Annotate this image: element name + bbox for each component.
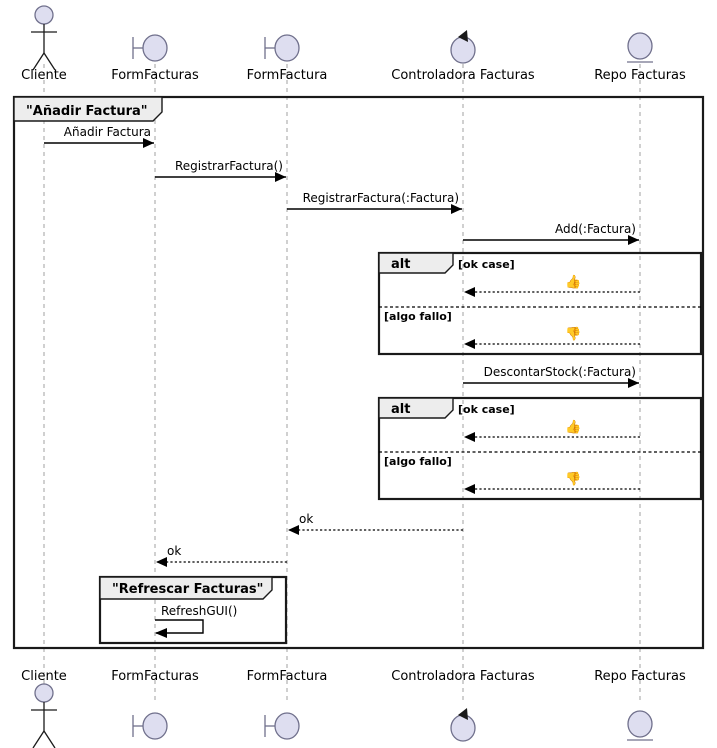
entity-circle-icon [627,710,653,738]
self-message-label: RefreshGUI() [161,604,237,618]
nested-frame-tab [99,576,273,600]
participant-footer-label-formfactura: FormFactura [247,669,328,684]
alt-operator-label-2: alt [391,402,410,417]
header-icon-formfactura-uml-boundary-icon [264,34,300,62]
message-m10: ok [288,512,463,535]
actor-leg-right-icon [43,730,56,748]
header-icon-cliente-actor-stick-figure-icon [31,5,57,71]
message-arrowhead-m4 [628,235,639,245]
header-icon-formfacturas-uml-boundary-icon [132,34,168,62]
control-circle-icon [450,714,476,742]
message-label-m7: DescontarStock(:Factura) [484,365,636,379]
message-label-m5: 👍 [565,274,581,290]
self-message-arrowhead [155,628,167,638]
message-label-m10: ok [299,512,313,526]
footer-icon-repo-uml-entity-icon [627,710,653,741]
participant-footer-label-repo: Repo Facturas [594,669,686,684]
participant-footer-label-cliente: Cliente [21,669,67,684]
participant-label-cliente: Cliente [21,68,67,83]
message-m5: 👍 [464,274,640,297]
message-arrowhead-m8 [464,432,475,442]
control-arrow-icon [458,708,468,720]
outer-frame-border [12,95,705,650]
entity-circle-icon [627,32,653,60]
message-arrowhead-m6 [464,339,475,349]
message-label-m6: 👎 [565,326,581,342]
message-arrowhead-m3 [451,204,462,214]
outer-frame: "Añadir Factura" [12,95,705,650]
alt-guard-label-1-2: [algo fallo] [384,310,452,323]
alt-guard-label-1-1: [ok case] [458,258,515,271]
alt-guard-label-2-2: [algo fallo] [384,455,452,468]
actor-leg-left-icon [32,730,45,748]
message-label-m4: Add(:Factura) [555,222,636,236]
message-label-m8: 👍 [565,419,581,435]
participant-footer-label-formfacturas: FormFacturas [111,669,199,684]
message-label-m2: RegistrarFactura() [175,159,283,173]
nested-frame-title: "Refrescar Facturas" [112,582,263,597]
actor-head-icon [34,683,54,703]
footer-icon-controladora-uml-control-icon [450,708,476,742]
alt-tab-2 [378,397,454,419]
message-arrowhead-m10 [288,525,299,535]
control-circle-icon [450,36,476,64]
message-arrowhead-m5 [464,287,475,297]
message-arrowhead-m7 [628,378,639,388]
outer-frame-title: "Añadir Factura" [26,104,148,119]
participant-label-controladora: Controladora Facturas [391,68,535,83]
message-m2: RegistrarFactura() [155,159,286,182]
participant-footer-label-controladora: Controladora Facturas [391,669,535,684]
message-arrowhead-m9 [464,484,475,494]
message-m9: 👎 [464,471,640,494]
self-message-path [155,619,204,634]
actor-leg-right-icon [43,52,56,71]
alt-guard-label-2-1: [ok case] [458,403,515,416]
message-label-m3: RegistrarFactura(:Factura) [303,191,459,205]
boundary-circle-icon [274,34,300,62]
message-m7: DescontarStock(:Factura) [463,365,639,388]
message-m4: Add(:Factura) [463,222,639,245]
footer-icon-cliente-actor-stick-figure-icon [31,683,57,748]
boundary-circle-icon [274,712,300,740]
message-label-m1: Añadir Factura [64,125,151,139]
nested-frame: "Refrescar Facturas" [98,575,288,645]
message-m1: Añadir Factura [44,125,154,148]
participant-label-repo: Repo Facturas [594,68,686,83]
boundary-circle-icon [142,712,168,740]
message-label-m11: ok [167,544,181,558]
header-icon-controladora-uml-control-icon [450,30,476,64]
control-arrow-icon [458,30,468,42]
boundary-circle-icon [142,34,168,62]
actor-leg-left-icon [32,52,45,71]
participant-label-formfacturas: FormFacturas [111,68,199,83]
message-m8: 👍 [464,419,640,442]
alt-border-2 [377,396,703,501]
alt-border-1 [377,251,703,356]
message-arrowhead-m11 [156,557,167,567]
footer-icon-formfacturas-uml-boundary-icon [132,712,168,740]
alt-operator-label-1: alt [391,257,410,272]
message-arrowhead-m2 [275,172,286,182]
message-m3: RegistrarFactura(:Factura) [287,191,462,214]
header-icon-repo-uml-entity-icon [627,32,653,63]
self-message-refreshgui: RefreshGUI() [155,604,237,638]
actor-head-icon [34,5,54,25]
alt-fragment-2: alt [ok case] [algo fallo] [377,396,703,501]
participant-label-formfactura: FormFactura [247,68,328,83]
message-label-m9: 👎 [565,471,581,487]
message-arrowhead-m1 [143,138,154,148]
message-m11: ok [156,544,287,567]
alt-fragment-1: alt [ok case] [algo fallo] [377,251,703,356]
footer-icon-formfactura-uml-boundary-icon [264,712,300,740]
alt-tab-1 [378,252,454,274]
message-m6: 👎 [464,326,640,349]
outer-frame-tab [13,96,163,122]
